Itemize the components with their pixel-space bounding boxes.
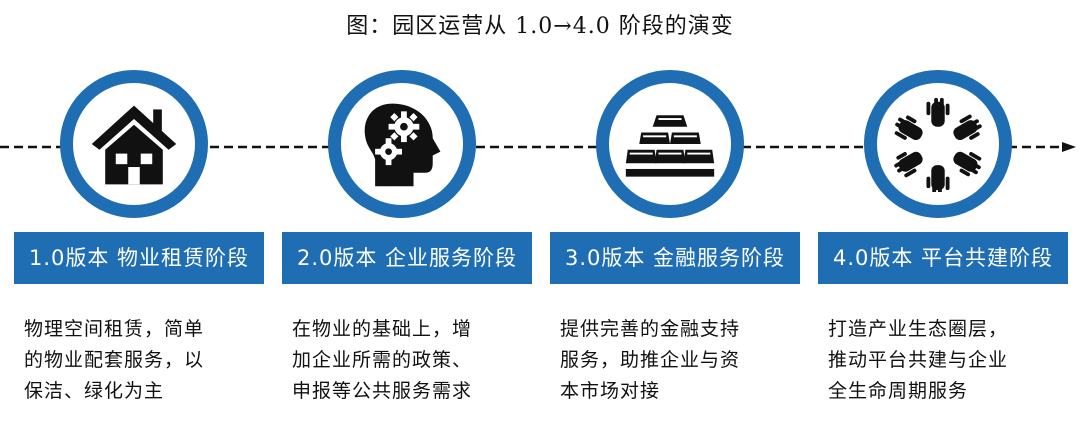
stage-2-desc-line: 在物业的基础上，增: [292, 318, 473, 340]
stage-4-desc-line: 推动平台共建与企业: [828, 349, 1009, 371]
stage-3-label: 3.0版本 金融服务阶段: [550, 232, 800, 284]
stage-4-desc-line: 打造产业生态圈层，: [828, 318, 1009, 340]
stage-2: 2.0版本 企业服务阶段 在物业的基础上，增 加企业所需的政策、 申报等公共服务…: [268, 0, 538, 431]
stage-3-circle: [596, 70, 744, 218]
stage-4: 4.0版本 平台共建阶段 打造产业生态圈层， 推动平台共建与企业 全生命周期服务: [804, 0, 1074, 431]
stage-3-desc-line: 服务，助推企业与资: [560, 349, 741, 371]
page-title: 图：园区运营从 1.0→4.0 阶段的演变: [346, 14, 734, 39]
stage-3-desc-line: 本市场对接: [560, 380, 661, 402]
stage-1-description: 物理空间租赁，简单 的物业配套服务，以 保洁、绿化为主: [24, 314, 264, 407]
stage-4-label: 4.0版本 平台共建阶段: [818, 232, 1068, 284]
stage-1-label: 1.0版本 物业租赁阶段: [14, 232, 264, 284]
stage-1-desc-line: 物理空间租赁，简单: [24, 318, 205, 340]
stage-2-circle: [328, 70, 476, 218]
stage-1-circle: [60, 70, 208, 218]
stage-4-description: 打造产业生态圈层， 推动平台共建与企业 全生命周期服务: [828, 314, 1068, 407]
gold-bars-icon: [625, 115, 715, 177]
stage-2-desc-line: 加企业所需的政策、: [292, 349, 473, 371]
stage-3-desc-line: 提供完善的金融支持: [560, 318, 741, 340]
stage-2-description: 在物业的基础上，增 加企业所需的政策、 申报等公共服务需求: [292, 314, 532, 407]
stage-2-desc-line: 申报等公共服务需求: [292, 380, 473, 402]
stage-3: 3.0版本 金融服务阶段 提供完善的金融支持 服务，助推企业与资 本市场对接: [536, 0, 806, 431]
stage-1: 1.0版本 物业租赁阶段 物理空间租赁，简单 的物业配套服务，以 保洁、绿化为主: [0, 0, 270, 431]
stage-4-circle: [864, 70, 1012, 218]
hands-together-icon: [894, 97, 982, 192]
stage-2-label: 2.0版本 企业服务阶段: [282, 232, 532, 284]
stage-3-description: 提供完善的金融支持 服务，助推企业与资 本市场对接: [560, 314, 800, 407]
stage-4-desc-line: 全生命周期服务: [828, 380, 969, 402]
stage-1-desc-line: 的物业配套服务，以: [24, 349, 205, 371]
house-icon: [91, 105, 177, 185]
stage-1-desc-line: 保洁、绿化为主: [24, 380, 165, 402]
head-gears-icon: [364, 103, 441, 187]
